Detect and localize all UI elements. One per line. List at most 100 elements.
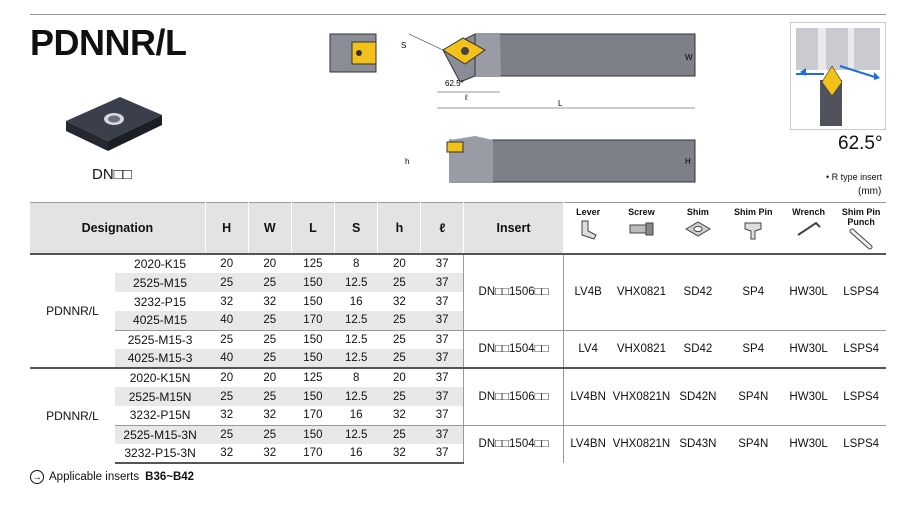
header-H: H (205, 202, 249, 254)
cell-S: 16 (349, 295, 363, 308)
top-rule (30, 14, 886, 15)
cell-l: 37 (435, 409, 449, 422)
cell-h: 32 (392, 409, 406, 422)
cell-W: 25 (248, 273, 292, 292)
cell-L: 150 (291, 424, 335, 444)
cell-shim: SD42N (670, 367, 726, 425)
unit-note: (mm) (858, 186, 882, 197)
cell-l: 37 (420, 329, 464, 349)
cell-H: 20 (205, 367, 249, 387)
spec-table: Designation H W L S h ℓ Insert Lever Scr… (30, 202, 886, 464)
cell-screw: VHX0821 (612, 329, 671, 368)
cell-W: 20 (248, 367, 292, 387)
cell-L: 150 (303, 295, 323, 308)
cell-wrench: HW30L (780, 367, 837, 425)
cell-h: 25 (377, 329, 421, 349)
cell-h: 32 (392, 295, 406, 308)
row-code: 4025-M15 (114, 311, 206, 330)
footer-ref[interactable]: B36~B42 (145, 471, 195, 483)
cell-l: 37 (420, 367, 464, 387)
cell-L: 150 (291, 387, 335, 406)
table-row: 3232-P15-3N 32 32 170 16 32 37 (30, 444, 886, 464)
row-code: 2525-M15 (114, 273, 206, 292)
group-name: PDNNR/L (30, 367, 115, 463)
detail-angle: 62.5° (838, 133, 883, 154)
cell-l: 37 (420, 424, 464, 444)
cell-lever: LV4B (574, 286, 602, 299)
cell-l: 37 (435, 258, 449, 270)
cell-W: 25 (248, 424, 292, 444)
dim-angle: 62.5° (445, 79, 464, 88)
header-h: h (377, 202, 422, 254)
header-lever: Lever (563, 202, 613, 254)
table-row: 4025-M15-3 40 25 150 12.5 25 37 (30, 349, 886, 368)
header-S: S (334, 202, 379, 254)
cell-H: 25 (205, 329, 249, 349)
cell-S: 12.5 (334, 424, 378, 444)
table-row: PDNNR/L 2020-K15 20 20 125 8 20 37 DN□□1… (30, 254, 886, 330)
row-code: 3232-P15 (134, 294, 187, 309)
arrow-right-icon: → (30, 470, 44, 484)
header-L: L (291, 202, 336, 254)
cell-l: 37 (420, 387, 464, 406)
cell-W: 25 (248, 311, 292, 330)
header-insert: Insert (463, 202, 564, 254)
cell-insert: DN□□1504□□ (463, 424, 564, 463)
cell-h: 32 (377, 444, 421, 464)
cell-h: 25 (377, 273, 421, 292)
table-row: 3232-P15N 32 32 170 16 32 37 (30, 406, 886, 425)
cell-W: 25 (248, 349, 292, 368)
screw-icon (629, 222, 654, 236)
cell-H: 40 (205, 349, 249, 368)
cell-screw: VHX0821 (616, 286, 667, 299)
header-designation: Designation (30, 202, 206, 254)
cell-insert: DN□□1506□□ (463, 367, 564, 425)
cell-lever: LV4BN (563, 367, 613, 425)
shim-pin-icon (744, 222, 762, 240)
cell-wrench: HW30L (789, 286, 828, 299)
cell-h: 25 (377, 311, 421, 330)
header-l: ℓ (420, 202, 465, 254)
cell-punch: LSPS4 (836, 329, 886, 368)
cell-H: 20 (220, 258, 234, 270)
cell-H: 25 (205, 424, 249, 444)
lever-icon (581, 220, 597, 240)
cell-H: 32 (205, 444, 249, 464)
punch-icon (849, 228, 873, 250)
shim-icon (684, 221, 711, 237)
cell-lever: LV4BN (563, 424, 613, 463)
cell-S: 12.5 (334, 273, 378, 292)
cell-h: 25 (377, 387, 421, 406)
cell-L: 125 (303, 258, 323, 270)
cell-S: 16 (334, 444, 378, 464)
header-shim-pin: Shim Pin (725, 202, 781, 254)
cell-S: 12.5 (334, 387, 378, 406)
row-code: 3232-P15-3N (114, 444, 206, 464)
table-row: PDNNR/L 2020-K15N 20 20 125 8 20 37 DN□□… (30, 367, 886, 463)
footer-label: Applicable inserts (49, 471, 140, 483)
cell-S: 8 (334, 367, 378, 387)
cell-L: 150 (291, 273, 335, 292)
row-code: 2525-M15-3 (114, 329, 206, 349)
dim-w: W (685, 53, 693, 62)
cell-L: 170 (291, 311, 335, 330)
cell-l: 37 (420, 273, 464, 292)
cell-H: 25 (205, 387, 249, 406)
cell-shim: SD42 (683, 286, 713, 299)
cell-W: 32 (263, 409, 277, 422)
group-name: PDNNR/L (46, 304, 99, 318)
cell-shim-pin: SP4N (725, 367, 781, 425)
row-code: 4025-M15-3 (114, 349, 206, 368)
tool-drawing: S W 62.5° ℓ L h H (329, 33, 696, 183)
insert-code: DN□□ (92, 166, 132, 183)
cell-shim-pin: SP4 (725, 329, 781, 368)
cell-punch: LSPS4 (843, 286, 880, 299)
cell-screw: VHX0821N (612, 367, 671, 425)
cell-h: 20 (392, 258, 406, 270)
cutting-detail (790, 22, 886, 130)
cell-l: 37 (420, 311, 464, 330)
cell-shim: SD43N (670, 424, 726, 463)
dim-h-big: H (685, 157, 691, 166)
cell-W: 32 (248, 444, 292, 464)
cell-W: 25 (248, 387, 292, 406)
